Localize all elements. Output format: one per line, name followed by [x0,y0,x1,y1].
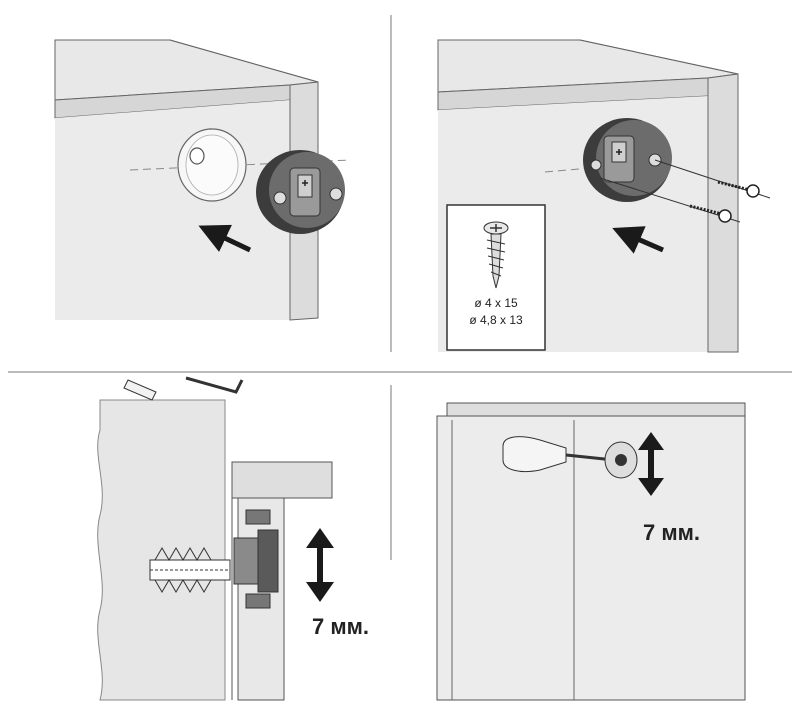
panel-4: 7 мм. [436,402,746,701]
adjust-label-1: 7 мм. [312,614,369,639]
insert-arrow-icon [198,224,252,253]
hook-screw-icon [185,376,244,394]
screw-icon [689,204,732,223]
cabinet-side-board [55,100,290,320]
panel-1 [54,39,351,321]
screw-size-1: ø 4 x 15 [474,296,518,310]
cabinet-side-board-4 [436,415,746,701]
panel-2: ø 4 x 15 ø 4,8 x 13 [437,39,771,353]
panel-3: 7 мм. [97,376,369,701]
cabinet-panel [231,461,333,499]
screw-size-2: ø 4,8 x 13 [469,313,523,327]
cam-fitting-side [233,509,279,609]
push-arrow-icon [612,226,664,254]
cam-fitting [256,150,345,234]
wall-plug-icon [149,547,231,593]
wood-screw-icon [483,221,509,289]
adjust-label-2: 7 мм. [643,520,700,545]
socket-hole [189,147,205,165]
plug-part-icon [123,379,157,401]
screw-icon [717,180,760,198]
cam-fitting-mounted [583,118,672,202]
